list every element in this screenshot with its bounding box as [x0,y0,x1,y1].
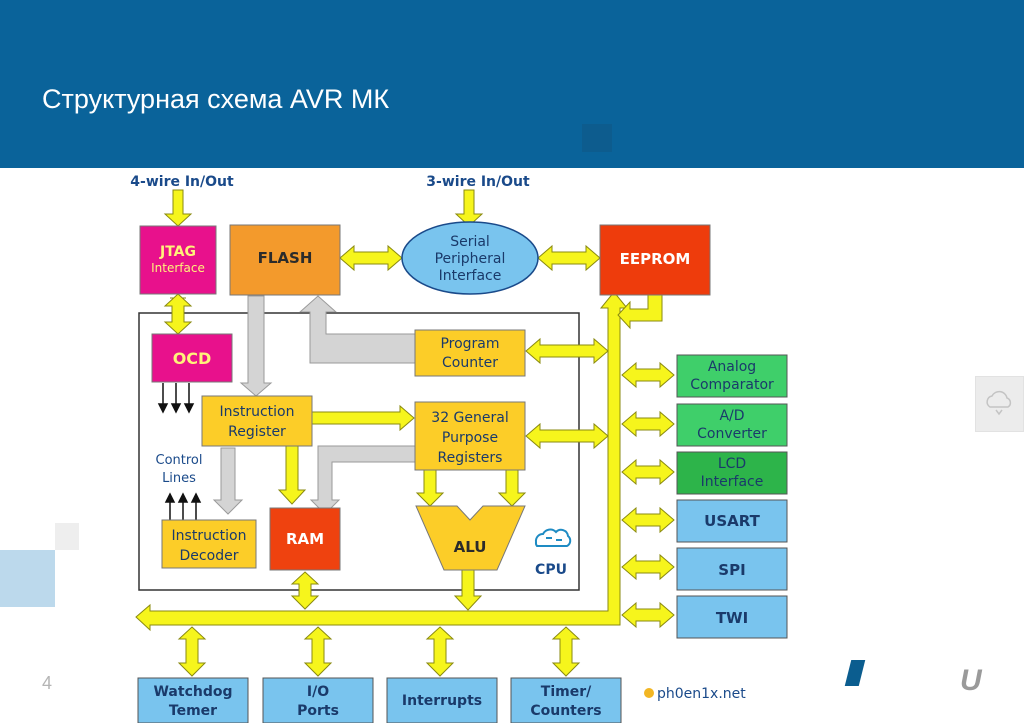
adc-line1: A/D [719,408,744,424]
pc-line2: Counter [442,355,498,371]
analog-comparator-block [676,354,788,398]
cloud-icon [986,390,1012,416]
general-purpose-registers-block [414,401,526,471]
bottom-arrows [177,626,581,677]
ocd-block [151,333,233,383]
control-lines-line1: Control [156,453,203,468]
credit-label: ph0en1x.net [657,686,746,702]
io-ports-block [262,677,374,723]
ir-ram-arrow [277,445,307,505]
gpr-line2: Purpose [442,430,498,446]
header-bar [0,0,1024,168]
slide-title: Структурная схема AVR МК [42,84,390,114]
spi-eeprom-arrow [537,244,601,272]
flash-to-ir-arrow [239,295,273,397]
ocd-label: OCD [173,349,212,368]
spi-line1: Serial [450,234,490,250]
watchdog-line2: Temer [169,703,217,719]
alu-bus-arrow [453,569,483,611]
interrupts-block [386,677,498,723]
gpr-bus-arrow [525,422,609,450]
spi-block [676,547,788,591]
ir-line1: Instruction [220,404,295,420]
logo-fragment [844,660,866,686]
watchdog-block [137,677,249,723]
lcd-line2: Interface [701,474,764,490]
flash-spi-arrow [339,244,403,272]
ac-line1: Analog [708,359,756,375]
ocd-out-arrows [157,383,195,414]
program-counter-block [414,329,526,377]
alu-label: ALU [454,538,487,556]
ir-line2: Register [228,424,286,440]
credit-icon [644,688,654,698]
ram-bus-arrow [290,571,320,610]
pc-bus-arrow [525,337,609,365]
pc-line1: Program [440,336,499,352]
control-lines-line2: Lines [162,471,196,486]
twi-label: TWI [716,609,748,627]
lcd-line1: LCD [718,456,746,472]
gpr-line3: Registers [438,450,503,466]
gpr-to-ram-arrow [309,438,420,515]
io-line1: I/O [307,684,329,700]
gpr-alu-arrow-left [415,469,445,507]
brain-icon [534,528,572,547]
jtag-ocd-arrow [163,293,193,335]
header-accent-square [582,124,612,152]
gpr-alu-arrow-right [497,469,527,507]
eeprom-block [599,224,711,296]
cpu-label: CPU [535,562,567,578]
wire3-arrow [454,189,484,227]
ram-label: RAM [286,530,324,548]
page-number: 4 [42,673,53,693]
side-widget[interactable] [975,376,1024,432]
decor-square-small [55,523,79,550]
adc-line2: Converter [697,426,767,442]
gpr-line1: 32 General [431,410,508,426]
alu-block [415,505,526,571]
watchdog-line1: Watchdog [153,684,232,700]
ac-line2: Comparator [690,377,774,393]
ram-block [269,507,341,571]
decoder-line1: Instruction [172,528,247,544]
jtag-sublabel: Interface [151,261,205,275]
timers-line2: Counters [530,703,601,719]
eeprom-label: EEPROM [620,250,691,268]
wire3-label: 3-wire In/Out [426,174,530,190]
twi-block [676,595,788,639]
ir-gpr-arrow [311,404,415,432]
peripheral-arrows [621,361,675,629]
spi-line3: Interface [439,268,502,284]
ir-to-decoder-arrow [212,447,244,515]
serial-peripheral-interface [401,221,539,295]
decor-square [0,550,55,607]
jtag-label: JTAG [159,244,196,260]
io-line2: Ports [297,703,339,719]
avr-block-diagram: 4-wire In/Out 3-wire In/Out JTAG Interfa… [100,168,822,723]
jtag-block [139,225,217,295]
instruction-decoder-block [161,519,257,569]
spi-line2: Peripheral [435,251,506,267]
decoder-line2: Decoder [180,548,239,564]
interrupts-label: Interrupts [402,693,482,709]
diagram-svg: 4-wire In/Out 3-wire In/Out JTAG Interfa… [130,174,788,723]
pc-to-flash-arrow [298,295,416,364]
internal-gray-arrows [212,295,420,515]
flash-block [229,224,341,296]
usart-label: USART [704,512,760,530]
instruction-register-block [201,395,313,447]
wire4-label: 4-wire In/Out [130,174,234,190]
eeprom-bus-arrow [617,294,663,330]
wire4-arrow [163,189,193,227]
timers-line1: Timer/ [541,684,592,700]
timer-counters-block [510,677,622,723]
usart-block [676,499,788,543]
ad-converter-block [676,403,788,447]
spi-label: SPI [718,561,745,579]
logo-letter: U [960,664,982,697]
lcd-interface-block [676,451,788,495]
cpu-frame [138,312,580,591]
flash-label: FLASH [258,249,313,267]
